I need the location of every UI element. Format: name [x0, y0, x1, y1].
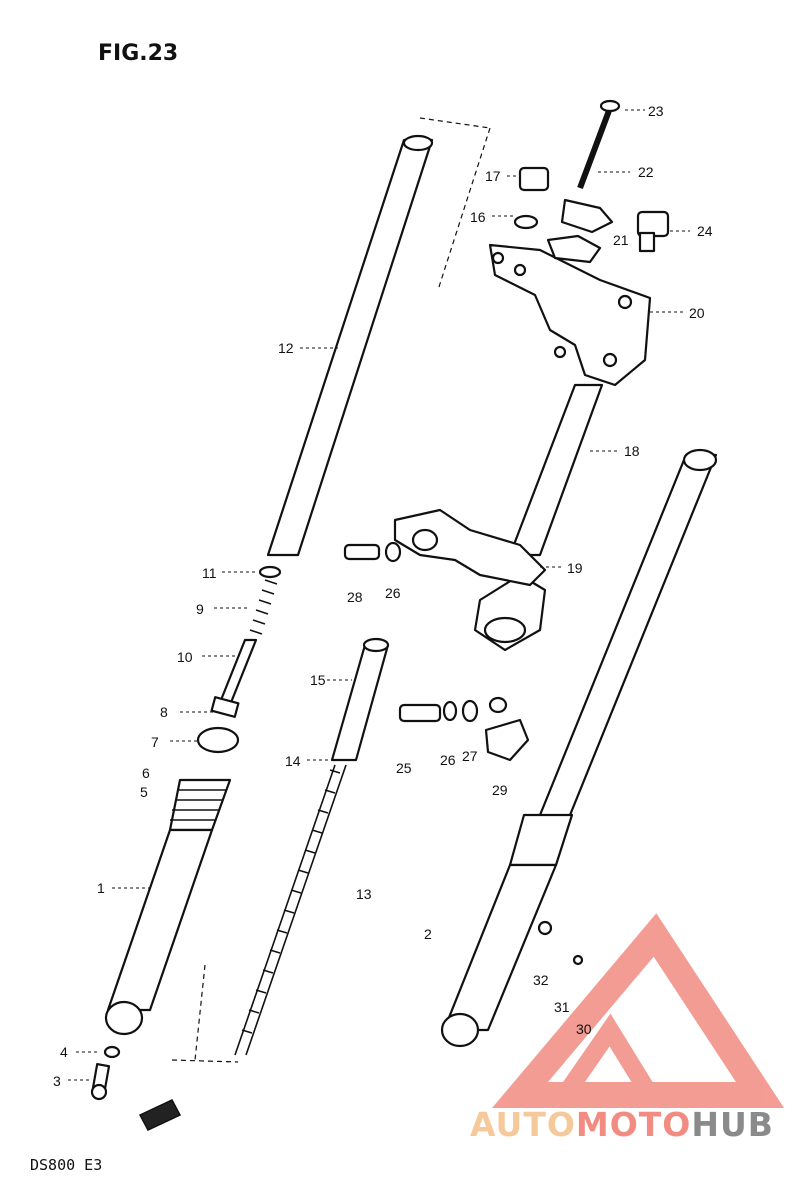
callout-24: 24 — [697, 223, 713, 239]
callout-21: 21 — [613, 232, 629, 248]
callout-13: 13 — [356, 886, 372, 902]
callout-23: 23 — [648, 103, 664, 119]
center-fork-tube — [171, 637, 390, 1063]
handlebar-holder — [546, 198, 614, 264]
bolt-25-washers-26-27-cap-28 — [398, 696, 530, 762]
watermark-hub: HUB — [691, 1105, 774, 1144]
callout-27: 27 — [462, 748, 478, 764]
callout-32: 32 — [533, 972, 549, 988]
callout-29: 28 — [347, 589, 363, 605]
callout-5: 5 — [140, 784, 148, 800]
callout-30: 30 — [576, 1021, 592, 1037]
lower-bracket — [393, 508, 547, 587]
drain-bolt-and-washer — [90, 1045, 121, 1101]
left-fork-outer-tube — [104, 726, 240, 1061]
callout-20: 20 — [689, 305, 705, 321]
callout-12: 12 — [278, 340, 294, 356]
callout-14: 14 — [285, 753, 301, 769]
callout-15: 15 — [310, 672, 326, 688]
watermark-auto: AUTO — [470, 1105, 576, 1144]
callout-19: 19 — [567, 560, 583, 576]
callout-16: 16 — [470, 209, 486, 225]
leader-lines — [68, 109, 690, 1081]
callout-6: 6 — [142, 765, 150, 781]
callout-11: 11 — [202, 565, 217, 581]
callout-1: 1 — [97, 880, 105, 896]
top-bridge — [488, 243, 652, 387]
left-damper-rod — [210, 638, 258, 718]
left-fork-inner-tube — [266, 117, 491, 557]
callout-18: 18 — [624, 443, 640, 459]
callout-25: 25 — [396, 760, 412, 776]
callout-26b: 26 — [440, 752, 456, 768]
callout-22: 22 — [638, 164, 654, 180]
watermark-logo — [492, 913, 785, 1108]
steering-stem — [473, 383, 604, 652]
right-fork-outer-tube — [440, 813, 584, 1048]
callout-4: 4 — [60, 1044, 68, 1060]
bolt-17-and-washer-16 — [513, 166, 550, 230]
callout-labels: 12 11 9 10 8 7 6 5 1 4 3 15 14 13 2 17 1… — [53, 103, 713, 1089]
watermark-text: AUTOMOTOHUB — [470, 1105, 774, 1144]
callout-10: 10 — [177, 649, 193, 665]
callout-7: 7 — [151, 734, 159, 750]
clamp-bolt-23 — [577, 99, 621, 190]
callout-31: 31 — [554, 999, 570, 1015]
callout-8: 8 — [160, 704, 168, 720]
watermark-moto: MOTO — [576, 1105, 691, 1144]
callout-3: 3 — [53, 1073, 61, 1089]
callout-28: 29 — [492, 782, 508, 798]
bolt-24 — [636, 210, 670, 253]
bolt-29-washer-26 — [343, 541, 402, 563]
left-fork-spring — [249, 565, 282, 635]
callout-26a: 26 — [385, 585, 401, 601]
model-code: DS800 E3 — [30, 1156, 102, 1174]
callout-17: 17 — [485, 168, 501, 184]
right-fork-inner-tube — [536, 448, 718, 822]
callout-9: 9 — [196, 601, 204, 617]
callout-2: 2 — [424, 926, 432, 942]
front-arrow-icon — [138, 1099, 182, 1131]
figure-title: FIG.23 — [98, 41, 178, 66]
